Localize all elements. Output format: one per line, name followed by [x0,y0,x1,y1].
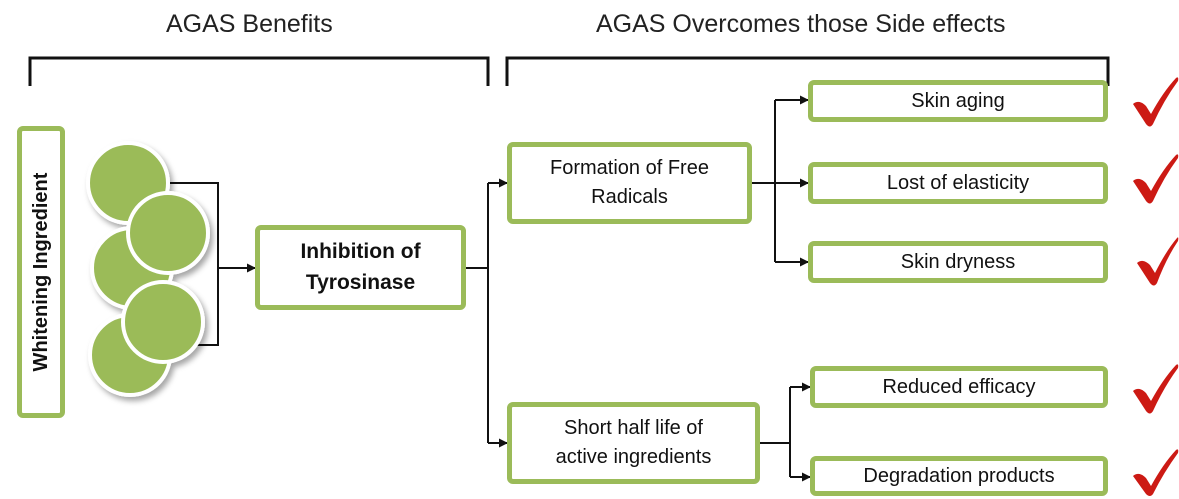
check-mark-icon [1133,154,1179,204]
inhibition-of-tyrosinase-box: Inhibition of Tyrosinase [255,225,466,310]
half-life-line-1: Short half life of [564,417,703,439]
check-mark-icon [1137,237,1179,286]
effect-reduced-efficacy: Reduced efficacy [810,366,1108,408]
whitening-ingredient-box [17,126,65,418]
header-agas-overcomes: AGAS Overcomes those Side effects [596,10,1006,38]
effect-degradation-products: Degradation products [810,456,1108,496]
ingredient-circle [121,280,205,364]
check-marks [1133,77,1179,496]
whitening-ingredient-label: Whitening Ingredient [30,172,52,372]
check-mark-icon [1133,364,1179,414]
center-to-branches-connector [466,178,508,448]
short-half-life-box: Short half life of active ingredients [507,402,760,484]
effect-skin-dryness: Skin dryness [808,241,1108,283]
inhibition-line-1: Inhibition of [300,240,421,264]
half-life-line-2: active ingredients [555,446,712,468]
ingredient-circles [86,141,210,397]
header-agas-benefits: AGAS Benefits [166,10,333,38]
free-radicals-line-2: Radicals [591,186,668,208]
ingredient-circle [126,191,210,275]
half-life-connector [760,382,811,482]
effect-skin-aging: Skin aging [808,80,1108,122]
left-brace [28,56,490,86]
formation-of-free-radicals-box: Formation of Free Radicals [507,142,752,224]
effect-lost-of-elasticity: Lost of elasticity [808,162,1108,204]
free-radicals-connector [752,95,809,267]
check-mark-icon [1133,449,1179,496]
inhibition-line-2: Tyrosinase [305,270,416,294]
free-radicals-line-1: Formation of Free [550,157,709,179]
right-brace [505,56,1110,86]
check-mark-icon [1133,77,1179,127]
